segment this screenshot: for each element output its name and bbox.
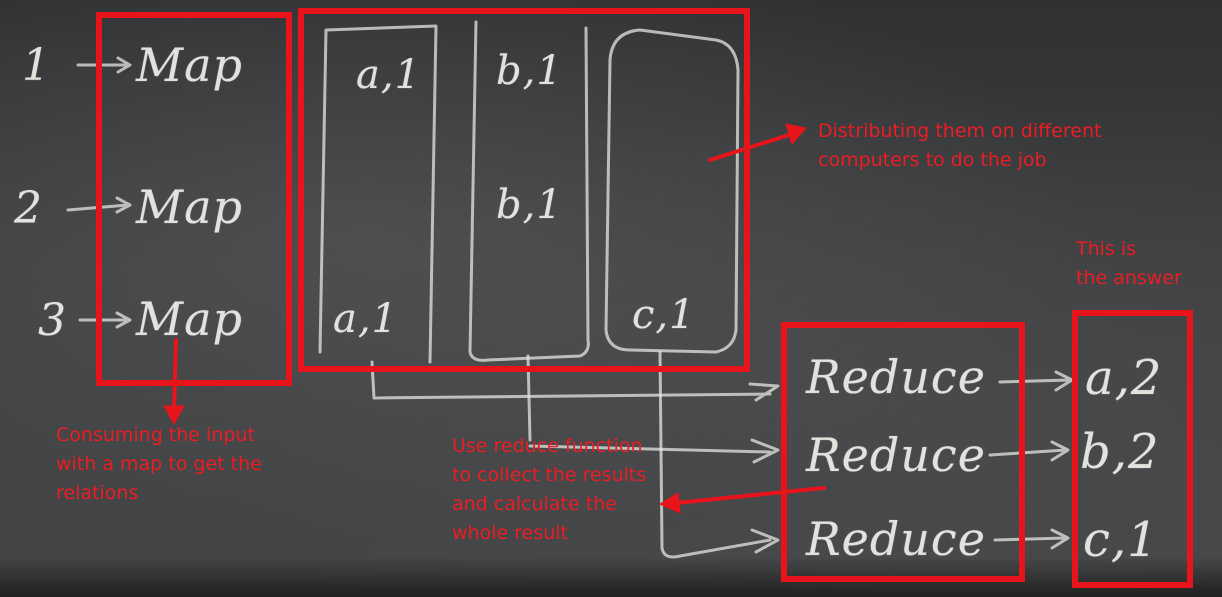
annotation-distribute: Distributing them on different computers… <box>818 120 1102 171</box>
distribution-highlight-box <box>298 8 750 372</box>
reduce-label-2: Reduce <box>806 428 986 482</box>
arrow-distribute-head <box>785 123 807 146</box>
arrow-3-to-map <box>78 311 132 329</box>
column-1-box <box>318 24 438 364</box>
arrow-distribute <box>708 132 794 162</box>
reduce-highlight-box <box>781 322 1025 582</box>
answer-highlight-box <box>1072 310 1193 588</box>
pair-col3-bottom: c,1 <box>632 292 696 338</box>
column-3-box <box>604 28 740 354</box>
pair-col2-top: b,1 <box>496 48 563 94</box>
map-highlight-box <box>96 12 292 386</box>
answer-a: a,2 <box>1085 350 1163 406</box>
connector-to-reduce-3 <box>658 350 780 559</box>
map-label-1: Map <box>136 38 243 92</box>
pair-col2-mid: b,1 <box>496 182 563 228</box>
annotation-reduce: Use reduce function to collect the resul… <box>452 435 647 544</box>
map-label-3: Map <box>136 292 243 346</box>
connector-to-reduce-1 <box>370 360 780 402</box>
input-number-2: 2 <box>14 183 43 234</box>
reduce-label-3: Reduce <box>806 512 986 566</box>
reduce-label-1: Reduce <box>806 350 986 404</box>
arrow-reduce-note <box>674 486 826 505</box>
column-2-box <box>468 20 590 362</box>
arrow-consume <box>172 338 178 412</box>
arrow-reduce-2-answer <box>988 440 1070 462</box>
input-number-3: 3 <box>38 295 67 346</box>
answer-b: b,2 <box>1080 424 1160 480</box>
arrow-consume-head <box>163 405 185 426</box>
arrow-reduce-3-answer <box>993 528 1070 550</box>
annotation-consume: Consuming the input with a map to get th… <box>56 424 262 504</box>
arrow-1-to-map <box>76 56 132 74</box>
pair-col1-top: a,1 <box>356 52 422 98</box>
map-label-2: Map <box>136 180 243 234</box>
pair-col1-bottom: a,1 <box>333 296 399 342</box>
input-number-1: 1 <box>22 40 51 91</box>
annotation-answer: This is the answer <box>1076 238 1182 289</box>
answer-c: c,1 <box>1083 512 1159 568</box>
arrow-reduce-note-head <box>658 492 681 514</box>
